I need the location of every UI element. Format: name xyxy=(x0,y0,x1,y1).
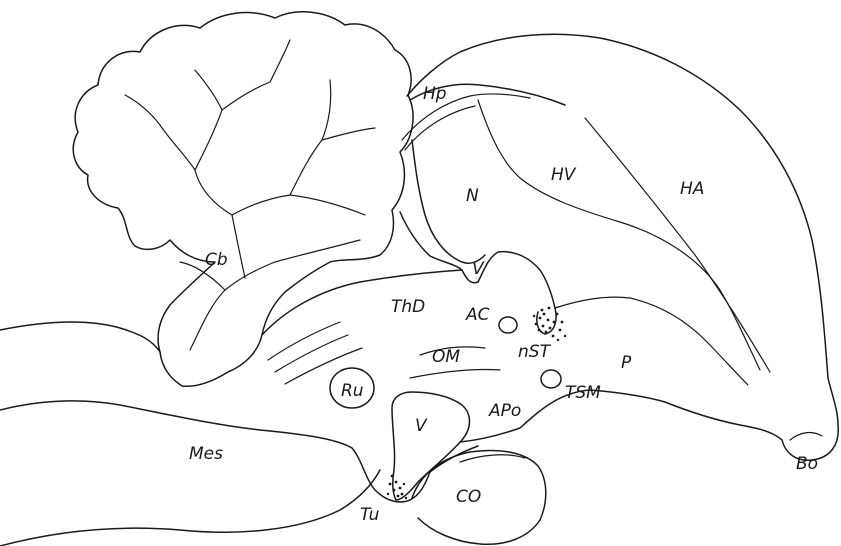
label-ha: HA xyxy=(680,179,704,199)
fiber-tracts xyxy=(268,322,362,384)
label-mes: Mes xyxy=(189,444,223,464)
mes-lower xyxy=(0,470,380,546)
label-n: N xyxy=(466,186,479,206)
label-nst: nST xyxy=(518,342,552,362)
label-v-lower: V xyxy=(415,416,428,436)
thalamus-outline xyxy=(262,270,462,335)
label-bo: Bo xyxy=(796,454,818,474)
hemisphere-outline xyxy=(407,34,838,460)
label-co: CO xyxy=(456,487,481,507)
label-apo: APo xyxy=(488,401,521,421)
label-tsm: TSM xyxy=(565,383,601,403)
label-hp: Hp xyxy=(423,84,447,104)
co-inner xyxy=(460,455,525,462)
label-cb: Cb xyxy=(205,250,228,270)
brainstem-upper xyxy=(0,322,160,352)
ha-boundary xyxy=(585,118,770,372)
hv-boundary xyxy=(478,100,760,370)
label-v-upper: V xyxy=(472,259,485,279)
tsm-circle xyxy=(541,370,561,388)
label-ru: Ru xyxy=(341,381,364,401)
medial-wall xyxy=(410,84,565,263)
brainstem-lower xyxy=(0,401,478,502)
label-ac: AC xyxy=(465,305,490,325)
hippocampus-border xyxy=(402,94,530,150)
arbor-vitae xyxy=(125,40,375,350)
label-om: OM xyxy=(432,347,460,367)
label-hv: HV xyxy=(551,165,577,185)
label-thd: ThD xyxy=(391,297,425,317)
bo-groove xyxy=(790,433,822,440)
label-p: P xyxy=(621,353,632,373)
paleostriatum-boundary xyxy=(555,297,748,385)
label-tu: Tu xyxy=(360,505,380,525)
cerebellum-outline xyxy=(73,12,413,386)
ac-circle xyxy=(499,317,517,333)
